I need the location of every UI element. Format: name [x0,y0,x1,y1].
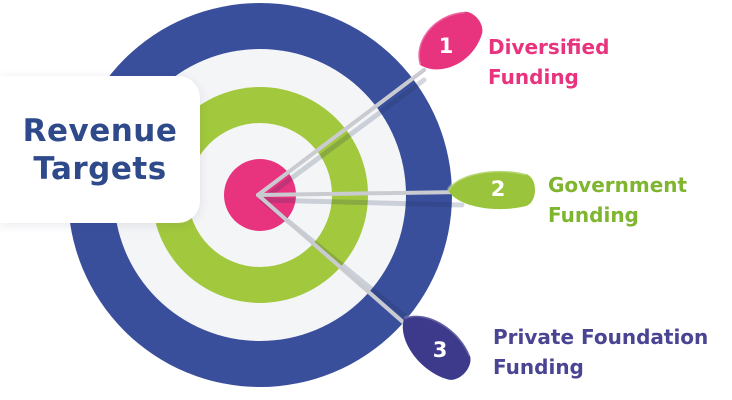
title-line-2: Targets [33,150,167,187]
arrow-shaft-3 [256,193,414,332]
target-label-1-line-1: Diversified [488,35,610,59]
dart-1 [416,10,483,70]
dart-2 [446,169,535,210]
target-label-3-line-2: Funding [493,355,584,379]
target-label-1-line-2: Funding [488,65,579,89]
target-label-1: Diversified Funding [488,32,609,92]
target-label-2-line-2: Funding [548,203,639,227]
dart-2-number: 2 [491,177,506,201]
dart-3 [402,314,472,380]
title-card: Revenue Targets [0,76,200,223]
dart-1-fletching [418,11,483,70]
dart-2-fletching [448,170,535,210]
target-label-2-line-1: Government [548,173,688,197]
dart-3-fletching [402,315,471,380]
arrow-shaft-2 [256,190,464,197]
target-label-3-line-1: Private Foundation [493,325,709,349]
arrow-shaft-1 [256,68,426,197]
title-line-1: Revenue [22,112,178,149]
target-label-2: Government Funding [548,170,687,230]
dart-3-number: 3 [433,338,448,362]
dart-1-number: 1 [439,34,454,58]
target-label-3: Private Foundation Funding [493,322,708,382]
